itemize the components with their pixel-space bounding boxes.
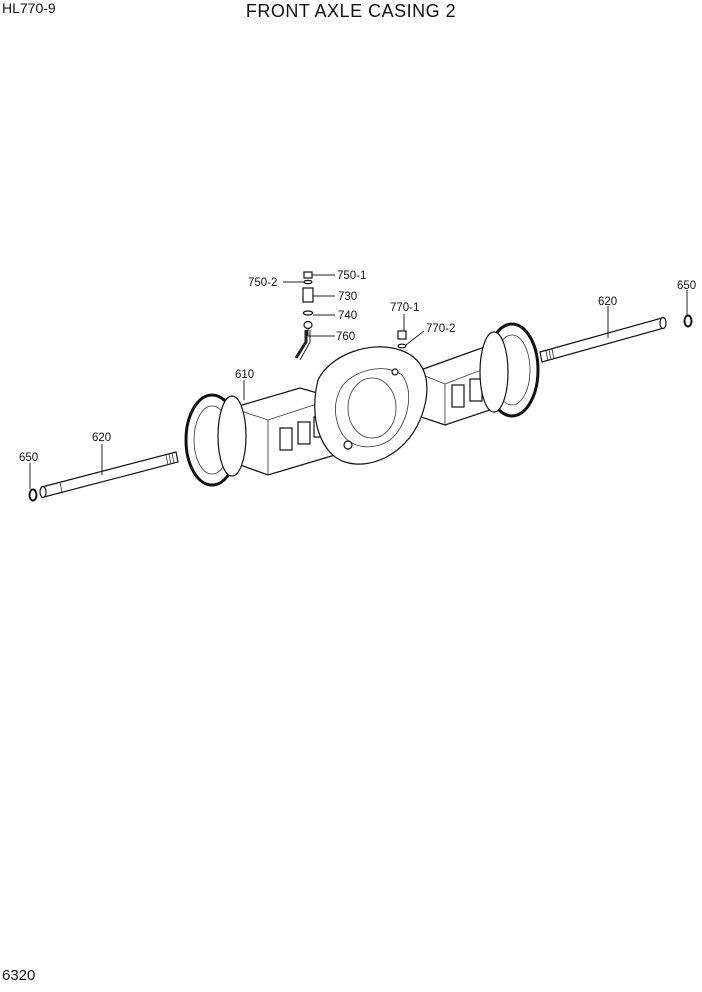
right-oring-650 bbox=[683, 314, 693, 328]
breather-parts bbox=[294, 271, 314, 361]
callout-770-1: 770-1 bbox=[390, 302, 419, 314]
callout-770-2: 770-2 bbox=[426, 323, 455, 335]
plug-parts-770 bbox=[397, 330, 407, 349]
callout-610: 610 bbox=[235, 369, 254, 381]
page-title: FRONT AXLE CASING 2 bbox=[245, 1, 457, 21]
callout-650-right: 650 bbox=[677, 280, 696, 292]
callout-620-left: 620 bbox=[92, 432, 111, 444]
left-oring-650 bbox=[28, 488, 38, 502]
callout-750-1: 750-1 bbox=[337, 270, 366, 282]
model-code: HL770-9 bbox=[2, 0, 56, 16]
left-shaft-620 bbox=[39, 451, 179, 499]
leader-lines bbox=[29, 274, 688, 489]
callout-740: 740 bbox=[338, 310, 357, 322]
axle-casing-610 bbox=[184, 322, 540, 487]
callout-650-left: 650 bbox=[19, 452, 38, 464]
callout-730: 730 bbox=[338, 291, 357, 303]
page-number: 6320 bbox=[2, 967, 36, 984]
right-shaft-620 bbox=[539, 316, 667, 363]
callout-620-right: 620 bbox=[598, 296, 617, 308]
callout-760: 760 bbox=[336, 331, 355, 343]
callout-750-2: 750-2 bbox=[248, 277, 277, 289]
